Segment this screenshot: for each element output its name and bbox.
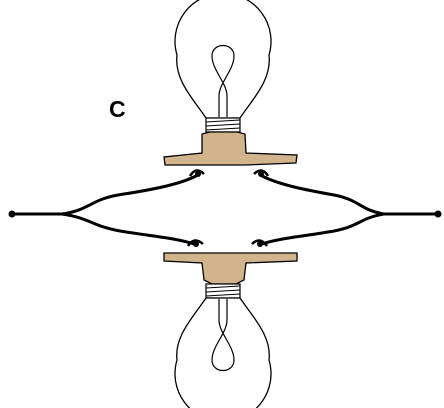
- bottom-socket-right-screw: [251, 239, 269, 247]
- bottom-bulb: [174, 283, 272, 408]
- right-lower-branch-wire: [260, 212, 386, 246]
- left-terminal: [8, 210, 16, 218]
- bottom-bulb-glass: [174, 297, 272, 408]
- top-socket-right-screw: [253, 169, 270, 177]
- right-terminal: [434, 210, 442, 218]
- bottom-socket: [163, 239, 298, 285]
- diagram-label: C: [109, 96, 126, 122]
- wires: [10, 174, 440, 246]
- top-socket-body: [163, 131, 298, 166]
- bottom-socket-body: [163, 252, 298, 285]
- right-upper-branch-wire: [260, 174, 386, 216]
- left-upper-branch-wire: [60, 174, 198, 216]
- top-bulb-filament: [211, 44, 235, 117]
- top-bulb: [174, 0, 272, 133]
- bottom-bulb-filament: [211, 299, 235, 372]
- top-socket-left-screw: [188, 169, 205, 177]
- top-bulb-glass: [174, 0, 272, 119]
- top-socket: [163, 131, 298, 177]
- bottom-socket-left-screw: [186, 239, 204, 247]
- left-lower-branch-wire: [60, 212, 196, 246]
